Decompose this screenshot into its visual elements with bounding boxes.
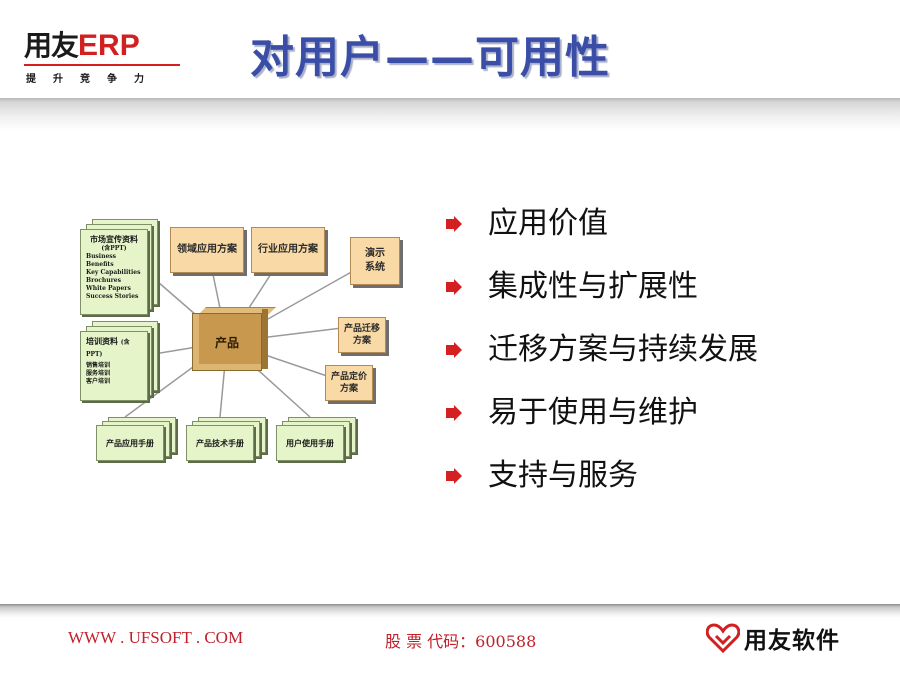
pricing-plan-box: 产品定价方案	[325, 365, 373, 401]
demo-system-box: 演示系统	[350, 237, 400, 285]
market-doc-item: Business Benefits	[86, 253, 117, 268]
market-doc-note: (含PPT)	[101, 245, 127, 252]
migration-plan-label: 产品迁移方案	[343, 324, 380, 346]
demo-system-label: 演示系统	[365, 248, 385, 273]
industry-solution-box: 行业应用方案	[251, 227, 325, 273]
red-arrow-icon	[446, 405, 462, 421]
training-doc-item: 销售培训	[86, 362, 111, 369]
training-doc-item: 服务培训	[86, 370, 111, 377]
bullet-text: 易于使用与维护	[488, 395, 698, 430]
logo-underline	[24, 64, 180, 66]
slide-title: 对用户——可用性	[250, 32, 610, 83]
bullet-text: 迁移方案与持续发展	[488, 332, 758, 367]
logo-erp-text: ERP	[78, 29, 140, 62]
market-doc-title: 市场宣传资料	[90, 234, 138, 244]
ufida-software-logo: 用友软件	[706, 620, 840, 656]
training-doc-note: (含PPT)	[86, 339, 130, 358]
footer-website: WWW . UFSOFT . COM	[68, 628, 244, 647]
training-doc-item: 客户培训	[86, 378, 111, 385]
product-block-side	[262, 309, 268, 369]
market-doc-card: 市场宣传资料 (含PPT) Business Benefits Key Capa…	[80, 229, 148, 315]
red-arrow-icon	[446, 468, 462, 484]
pricing-plan-label: 产品定价方案	[330, 372, 367, 394]
training-doc-card: 培训资料 (含PPT) 销售培训 服务培训 客户培训	[80, 331, 148, 401]
bullet-list: 应用价值 集成性与扩展性 迁移方案与持续发展 易于使用与维护 支持与服务	[440, 196, 880, 511]
footer-stock-code: 股 票 代码：600588	[385, 632, 537, 651]
footer-brand-text: 用友软件	[744, 628, 840, 654]
domain-solution-box: 领域应用方案	[170, 227, 244, 273]
logo-brand-text: 用友	[24, 29, 79, 62]
bullet-text: 应用价值	[488, 206, 608, 241]
market-doc-item: White Papers	[86, 285, 131, 292]
bullet-item: 应用价值	[440, 196, 880, 259]
user-manual-card: 用户使用手册	[276, 425, 344, 461]
bullet-item: 迁移方案与持续发展	[440, 322, 880, 385]
migration-plan-box: 产品迁移方案	[338, 317, 386, 353]
red-arrow-icon	[446, 216, 462, 232]
training-doc-title: 培训资料	[86, 336, 118, 346]
product-deliverables-diagram: 市场宣传资料 (含PPT) Business Benefits Key Capa…	[70, 215, 415, 465]
bullet-item: 集成性与扩展性	[440, 259, 880, 322]
red-arrow-icon	[446, 279, 462, 295]
logo-wordmark: 用友ERP	[24, 30, 140, 62]
tech-manual-card: 产品技术手册	[186, 425, 254, 461]
market-doc-item: Success Stories	[86, 293, 139, 300]
header-divider	[0, 98, 900, 130]
market-doc-item: Key Capabilities	[86, 269, 141, 276]
bullet-item: 易于使用与维护	[440, 385, 880, 448]
bullet-text: 集成性与扩展性	[488, 269, 698, 304]
footer-divider	[0, 604, 900, 618]
logo-tagline: 提升竞争力	[26, 74, 161, 85]
red-arrow-icon	[446, 342, 462, 358]
product-block: 产品	[192, 313, 262, 371]
bullet-item: 支持与服务	[440, 448, 880, 511]
ufida-erp-logo: 用友ERP 提升竞争力	[24, 30, 184, 90]
app-manual-card: 产品应用手册	[96, 425, 164, 461]
heart-logo-icon	[706, 623, 740, 653]
bullet-text: 支持与服务	[488, 458, 638, 493]
market-doc-item: Brochures	[86, 277, 121, 284]
